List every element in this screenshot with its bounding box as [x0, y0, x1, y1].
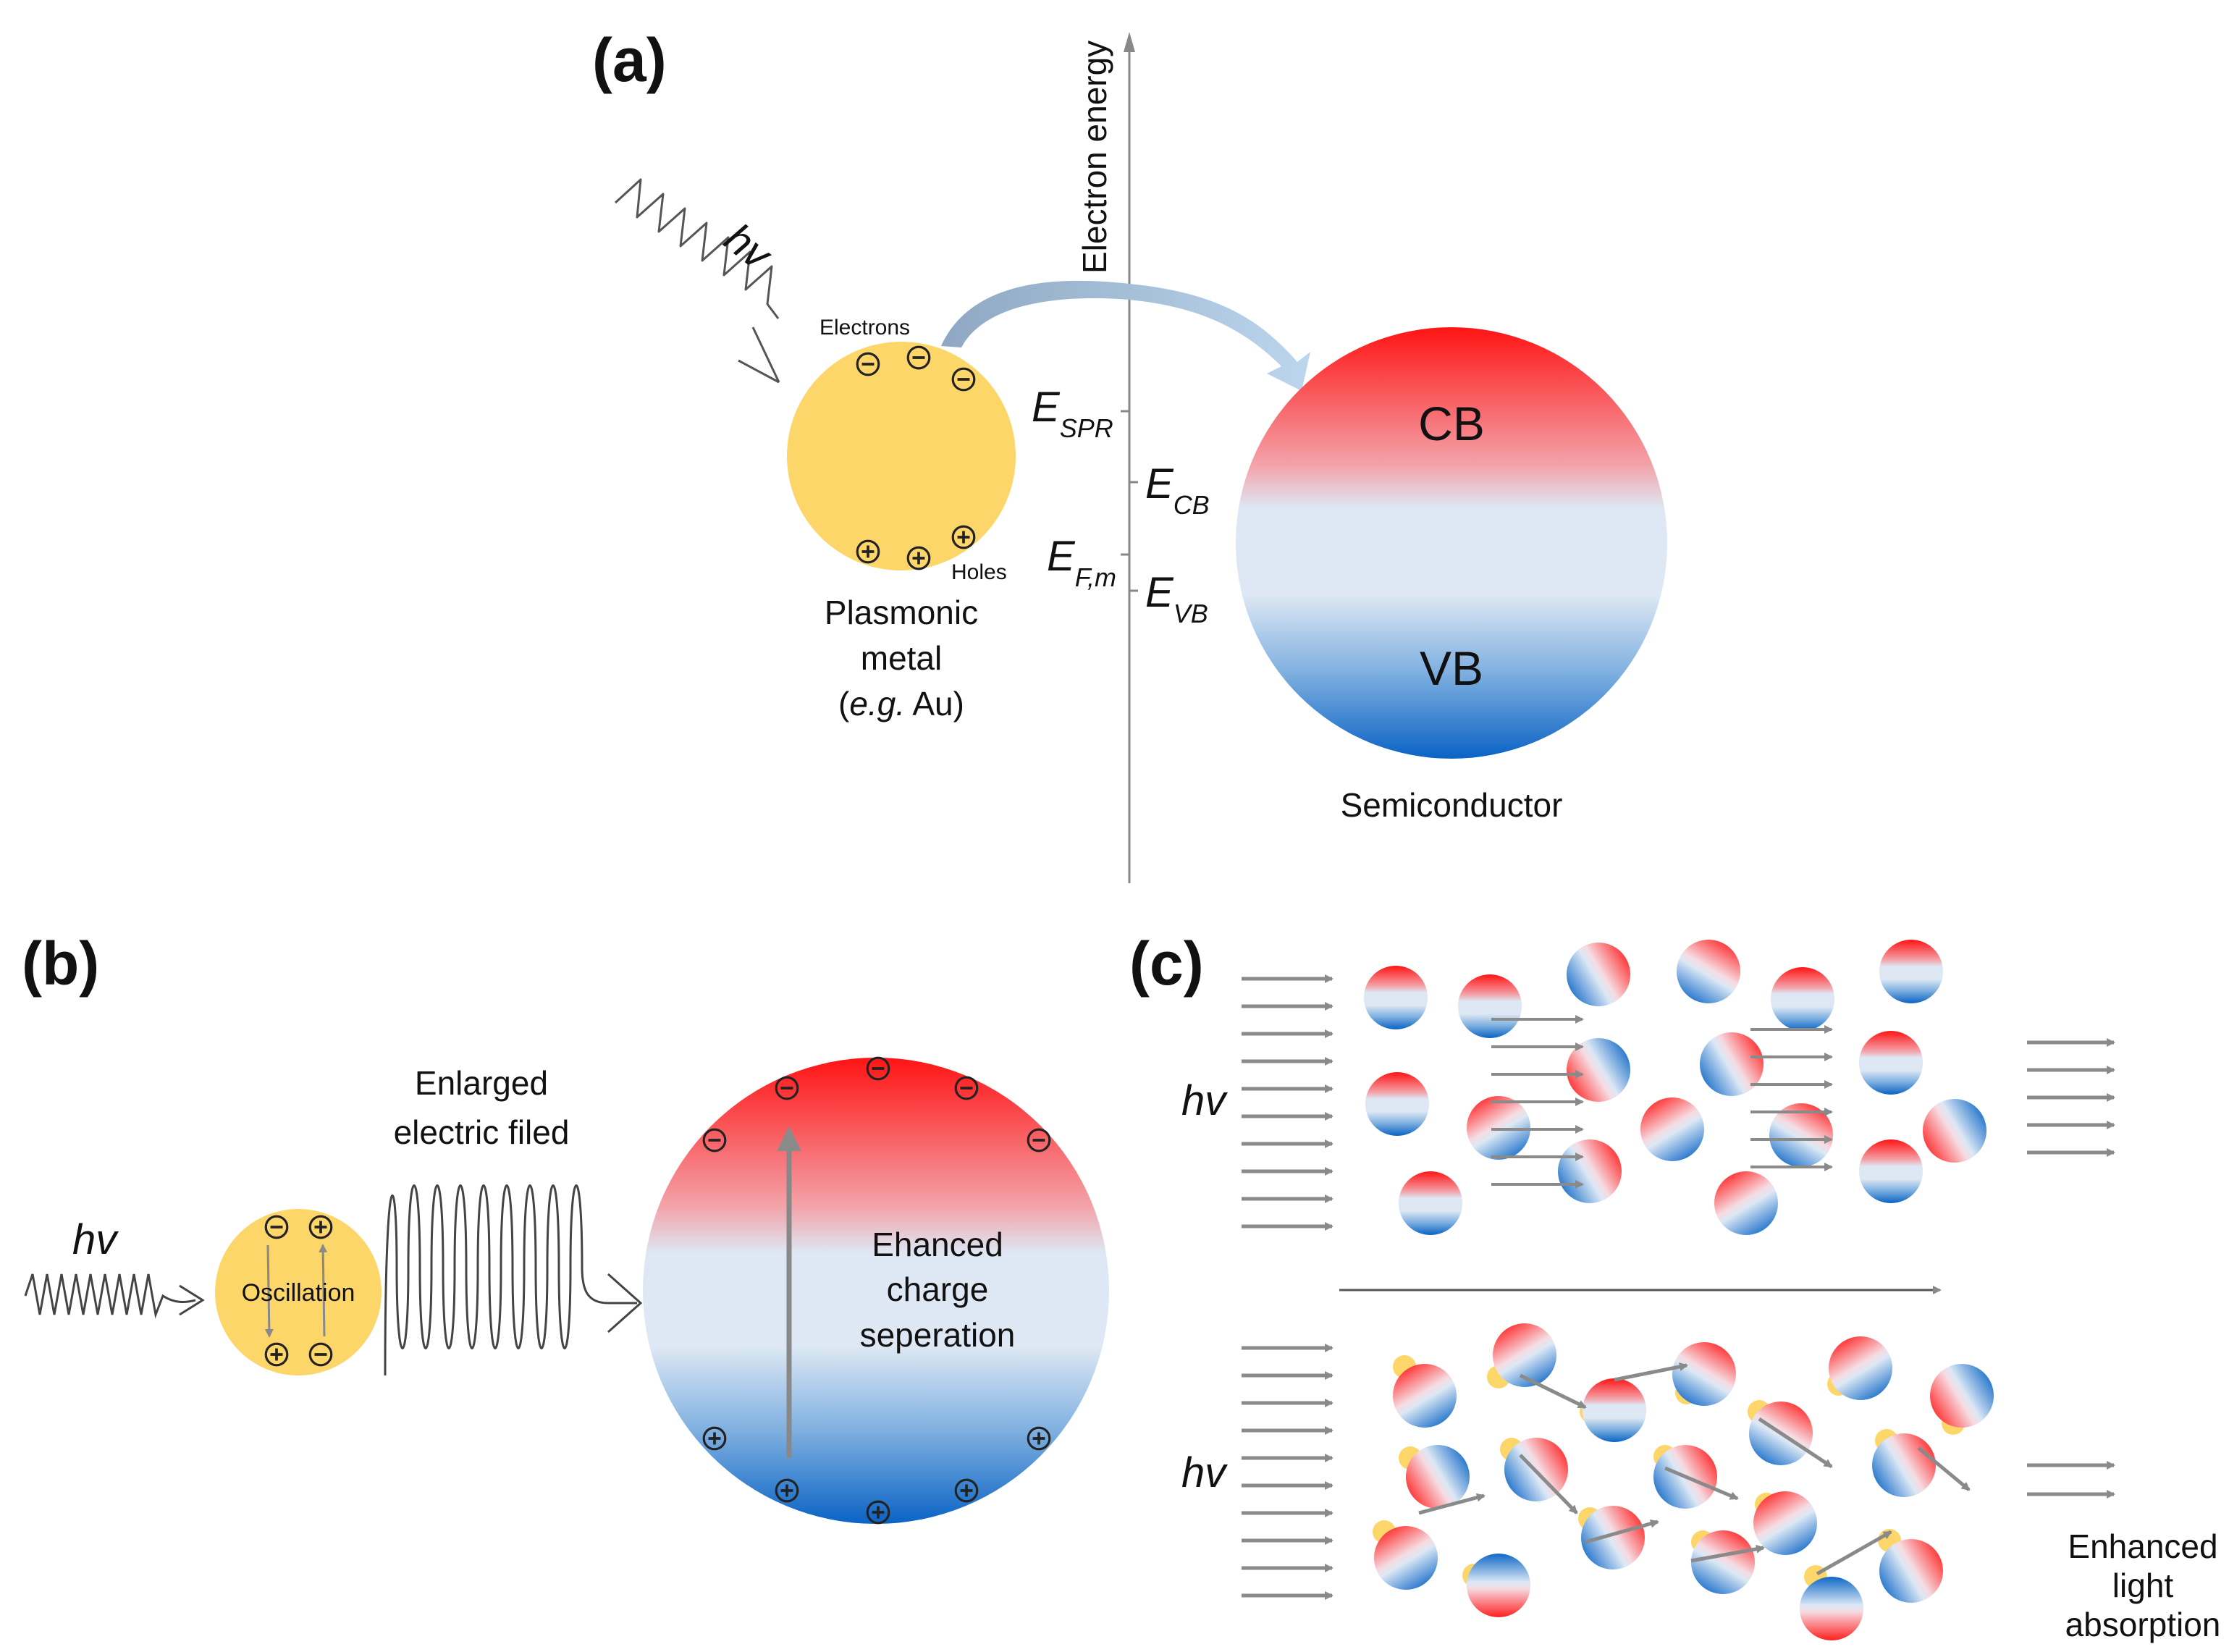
- transmitted-arrows-mid: [1491, 1015, 1833, 1189]
- incoming-light-arrows-bottom: [1242, 1344, 1333, 1600]
- photon-arrowhead-b: [179, 1284, 205, 1316]
- enhanced-absorption-line1: Enhanced: [2068, 1527, 2217, 1565]
- semiconductor-particle: [1567, 1038, 1630, 1102]
- panel-c: (c) hv: [1129, 930, 2220, 1643]
- electrons-label: Electrons: [819, 316, 910, 340]
- semiconductor-particle: [1930, 1364, 1994, 1428]
- decorated-particles-bottom: [1373, 1323, 1994, 1640]
- photon-wave-b: [24, 1273, 196, 1319]
- energy-axis-arrowhead: [1124, 32, 1135, 52]
- semiconductor-particle: [1467, 1554, 1530, 1617]
- field-arrowhead: [607, 1273, 643, 1333]
- semiconductor-particle: [1406, 1445, 1470, 1509]
- semiconductor-particle: [1769, 1103, 1833, 1167]
- metal-label-line2: metal: [861, 639, 942, 677]
- energy-level-fm: EF,m: [1047, 533, 1116, 592]
- enlarged-field-wave: [384, 1184, 637, 1376]
- energy-level-cb: ECB: [1145, 460, 1210, 520]
- semiconductor-particle: [1640, 1097, 1704, 1161]
- energy-level-vb: EVB: [1145, 569, 1208, 628]
- panel-a-label: (a): [592, 26, 667, 94]
- plasmonic-metal-particle: [787, 342, 1016, 570]
- enhanced-absorption-line3: absorption: [2065, 1606, 2221, 1643]
- photon-label-c-bottom: hv: [1181, 1449, 1228, 1496]
- semiconductor-particle: [1399, 1171, 1462, 1235]
- energy-axis-label: Electron energy: [1076, 41, 1113, 274]
- oscillation-arrow-down: [264, 1244, 274, 1338]
- enhanced-absorption-line2: light: [2112, 1567, 2174, 1604]
- cb-label: CB: [1418, 397, 1485, 450]
- field-label-line1: Enlarged: [415, 1064, 548, 1102]
- semiconductor-particle: [1923, 1099, 1986, 1163]
- semiconductor-particle: [1691, 1530, 1755, 1594]
- semiconductor-particle: [1771, 967, 1834, 1031]
- semiconductor-particle: [1581, 1506, 1645, 1569]
- semiconductor-particle: [1458, 974, 1522, 1038]
- semiconductor-particle-b: [643, 1058, 1109, 1524]
- semiconductor-particle: [1800, 1577, 1863, 1640]
- semiconductor-particle: [1364, 966, 1428, 1029]
- oscillation-arrow-up: [319, 1244, 328, 1337]
- metal-label-line3: (e.g. Au): [838, 685, 964, 722]
- energy-level-spr: ESPR: [1032, 384, 1113, 443]
- semiconductor-particle: [1879, 1539, 1943, 1603]
- semiconductor-particle: [1700, 1032, 1764, 1096]
- semiconductor-particle: [1374, 1526, 1438, 1590]
- photon-wave-a: [614, 178, 780, 319]
- semiconductor-particle: [1493, 1323, 1556, 1387]
- panel-a: (a) Electron energy hv Electrons Holes P…: [592, 26, 1667, 883]
- semiconductor-particle: [1714, 1171, 1778, 1235]
- field-label-line2: electric filed: [394, 1113, 570, 1151]
- semiconductor-label: Semiconductor: [1341, 786, 1563, 824]
- photon-arrowhead-a: [738, 326, 780, 384]
- semiconductor-particle: [1365, 1072, 1429, 1136]
- separation-label-line3: seperation: [860, 1316, 1016, 1354]
- vb-label: VB: [1420, 641, 1483, 695]
- incoming-light-arrows-top: [1242, 974, 1333, 1231]
- photon-label-b: hv: [72, 1216, 119, 1263]
- outgoing-light-arrows-top: [2027, 1038, 2115, 1157]
- photon-label-c-top: hv: [1181, 1077, 1228, 1124]
- semiconductor-particle: [1672, 1342, 1736, 1406]
- semiconductor-particle: [1583, 1378, 1646, 1442]
- outgoing-light-arrows-bottom: [2027, 1461, 2115, 1499]
- semiconductor-particle: [1879, 940, 1943, 1003]
- holes-label: Holes: [951, 560, 1007, 584]
- panel-b-label: (b): [22, 930, 99, 998]
- electron-transfer-arrow: [941, 280, 1310, 391]
- semiconductor-particle: [1872, 1433, 1936, 1497]
- semiconductor-particle: [1753, 1491, 1817, 1555]
- semiconductor-particle: [1393, 1364, 1457, 1428]
- semiconductor-particle: [1829, 1336, 1892, 1400]
- oscillating-metal-particle: [215, 1209, 382, 1375]
- separation-label-line1: Ehanced: [872, 1226, 1003, 1263]
- metal-label-line1: Plasmonic: [825, 594, 978, 631]
- semiconductor-particle: [1859, 1031, 1923, 1095]
- semiconductor-particle: [1558, 1139, 1622, 1203]
- panel-b: (b) hv Oscillation Enlarged electric fil…: [22, 930, 1109, 1525]
- scattered-light-arrows: [1418, 1362, 1971, 1576]
- panel-c-label: (c): [1129, 930, 1204, 998]
- semiconductor-particles-top: [1364, 940, 1986, 1235]
- semiconductor-particle: [1236, 327, 1667, 759]
- semiconductor-particle: [1677, 940, 1740, 1003]
- oscillation-label: Oscillation: [242, 1279, 355, 1307]
- separation-label-line2: charge: [887, 1270, 989, 1308]
- semiconductor-particle: [1567, 943, 1630, 1006]
- semiconductor-particle: [1859, 1139, 1923, 1203]
